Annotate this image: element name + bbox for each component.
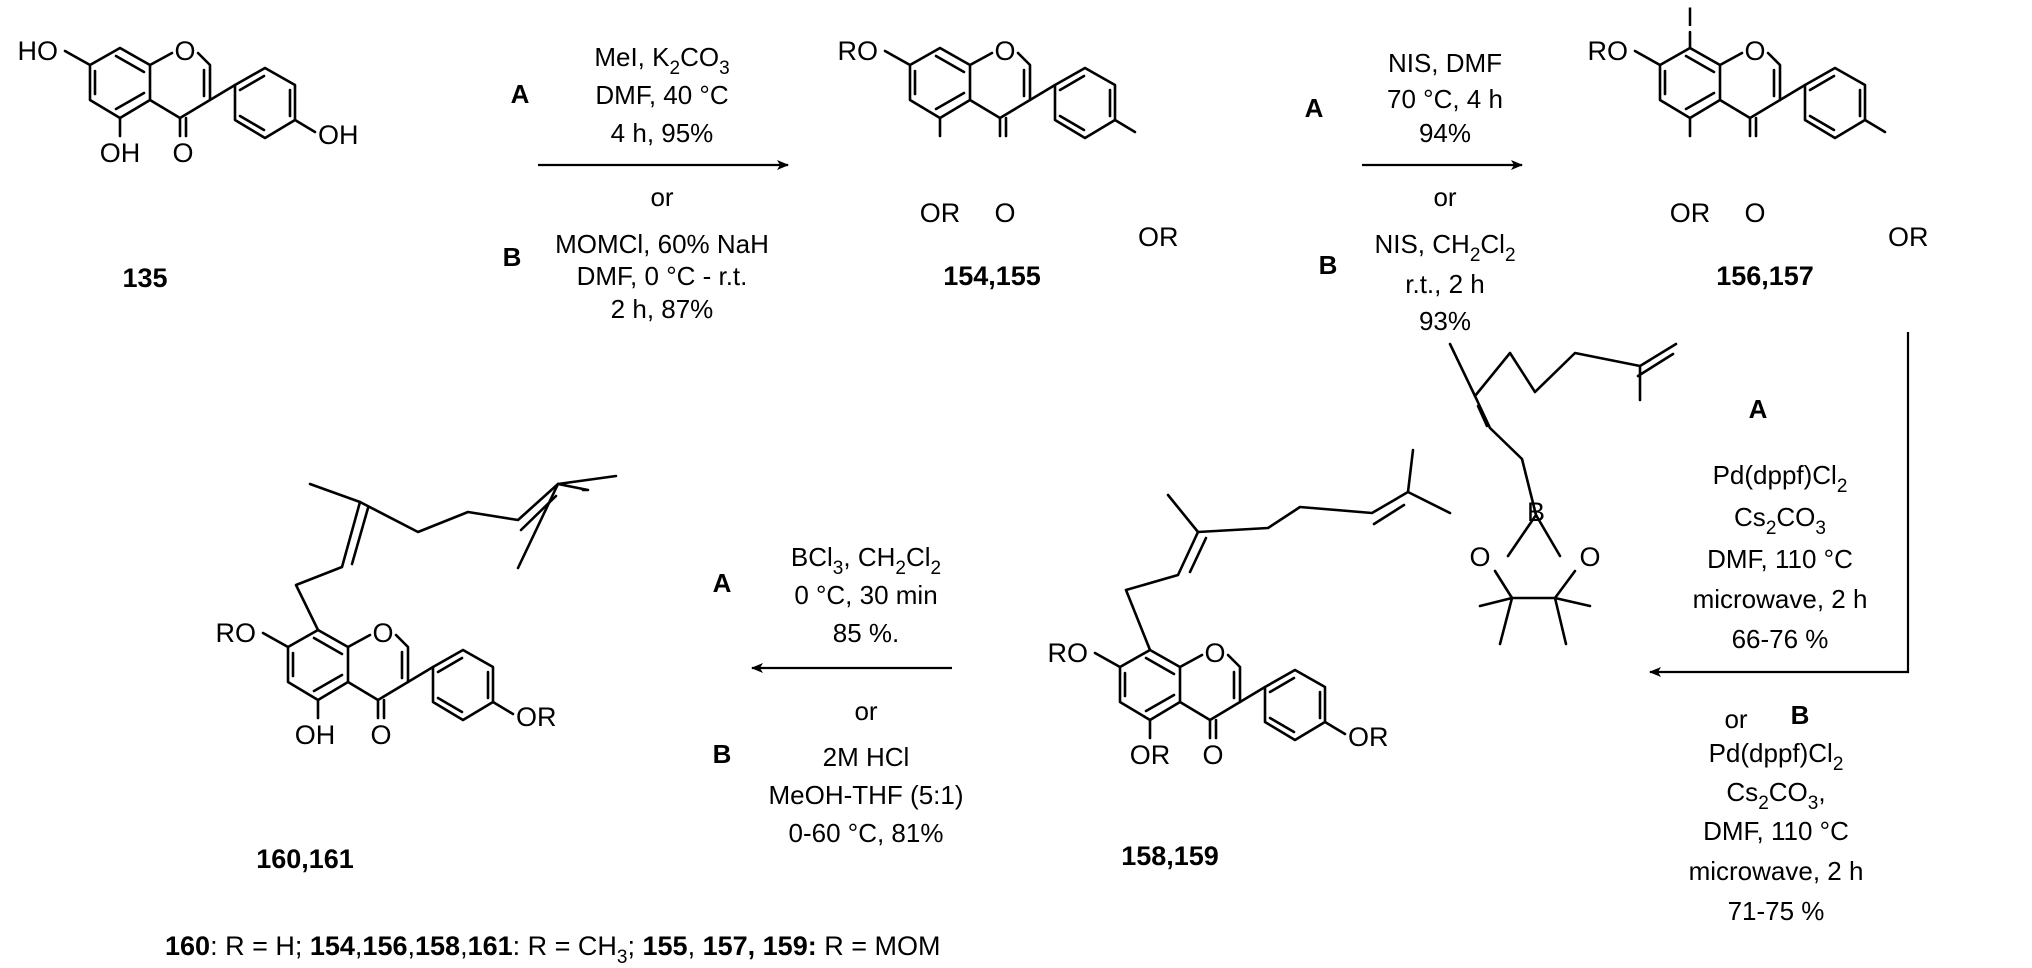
step2-b-line3: 93% — [1419, 306, 1471, 336]
step3-b-line4: microwave, 2 h — [1689, 856, 1864, 886]
alkoxy-7: RO — [838, 36, 879, 66]
compound-label-135: 135 — [122, 263, 167, 293]
step2-or: or — [1433, 182, 1456, 212]
ring-oxygen: O — [372, 618, 393, 648]
step3-b-line5: 71-75 % — [1728, 896, 1825, 926]
step4-a-line1: BCl3, CH2Cl2 — [791, 542, 941, 579]
alkoxy-5: OR — [920, 198, 961, 228]
step3-route-a: A — [1749, 394, 1768, 424]
compound-135: O HO OH O OH — [18, 36, 359, 168]
compound-label-158-159: 158,159 — [1121, 841, 1219, 871]
step2-b-line1: NIS, CH2Cl2 — [1374, 229, 1515, 266]
step1-b-line1: MOMCl, 60% NaH — [555, 229, 769, 259]
ring-oxygen: O — [1204, 638, 1225, 668]
hydroxy-5: OH — [100, 138, 141, 168]
step1-a-line1: MeI, K2CO3 — [594, 42, 729, 79]
step4-b-line2: MeOH-THF (5:1) — [769, 780, 964, 810]
step1-or: or — [650, 182, 673, 212]
compound-160-161: O RO OH O OR — [216, 474, 618, 750]
ring-oxygen: O — [994, 36, 1015, 66]
alkoxy-7: RO — [216, 618, 257, 648]
step4-b-line3: 0-60 °C, 81% — [789, 818, 944, 848]
step2-a-line2: 70 °C, 4 h — [1387, 84, 1503, 114]
carbonyl-oxygen: O — [1744, 198, 1765, 228]
step2-a-line1: NIS, DMF — [1388, 48, 1502, 78]
footnote-r-groups: 160: R = H; 154,156,158,161: R = CH3; 15… — [165, 931, 940, 968]
step2-b-line2: r.t., 2 h — [1405, 269, 1485, 299]
step3-a-line3: DMF, 110 °C — [1707, 544, 1853, 574]
step4-a-line2: 0 °C, 30 min — [794, 580, 937, 610]
step3-a-line4: microwave, 2 h — [1693, 584, 1868, 614]
step1-b-line3: 2 h, 87% — [611, 294, 714, 324]
step3-a-line2: Cs2CO3 — [1734, 502, 1826, 539]
alkoxy-7: RO — [1048, 638, 1089, 668]
alkoxy-4prime: OR — [1888, 222, 1929, 252]
step1-route-a: A — [511, 79, 530, 109]
alkoxy-4prime: OR — [1138, 222, 1179, 252]
geranyl-pinacol-boronate: B O O — [1448, 342, 1678, 646]
step3-or: or — [1724, 704, 1747, 734]
step4-route-b: B — [713, 739, 732, 769]
step3-b-line2: Cs2CO3, — [1726, 777, 1825, 814]
step2-route-b: B — [1319, 250, 1338, 280]
ring-oxygen: O — [174, 36, 195, 66]
carbonyl-oxygen: O — [370, 720, 391, 750]
step3-a-line1: Pd(dppf)Cl2 — [1713, 460, 1848, 497]
hydroxy-5: OH — [295, 720, 336, 750]
iodo-8: I — [1686, 2, 1694, 32]
step1-b-line2: DMF, 0 °C - r.t. — [577, 261, 748, 291]
step4-or: or — [854, 696, 877, 726]
carbonyl-oxygen: O — [994, 198, 1015, 228]
step3-a-line5: 66-76 % — [1732, 624, 1829, 654]
step3-route-b: B — [1791, 700, 1810, 730]
boron-atom: B — [1527, 497, 1545, 527]
step4-a-line3: 85 %. — [833, 618, 900, 648]
step3-b-line1: Pd(dppf)Cl2 — [1709, 738, 1844, 775]
alkoxy-4prime: OR — [516, 702, 557, 732]
hydroxy-4prime: OH — [318, 120, 359, 150]
step1-a-line2: DMF, 40 °C — [595, 80, 728, 110]
alkoxy-5: OR — [1670, 198, 1711, 228]
compound-label-156-157: 156,157 — [1716, 261, 1814, 291]
compound-156-157: I O RO OR O OR — [1588, 2, 1929, 252]
step1-route-b: B — [503, 242, 522, 272]
carbonyl-oxygen: O — [172, 138, 193, 168]
compound-154-155: O RO OR O OR — [838, 36, 1179, 252]
step4-route-a: A — [713, 568, 732, 598]
compound-label-154-155: 154,155 — [943, 261, 1041, 291]
step1-a-line3: 4 h, 95% — [611, 118, 714, 148]
boronate-oxygen-right: O — [1579, 542, 1600, 572]
boronate-oxygen-left: O — [1469, 542, 1490, 572]
step3-b-line3: DMF, 110 °C — [1703, 816, 1849, 846]
compound-158-159: O RO OR O OR — [1048, 448, 1452, 770]
ring-oxygen: O — [1744, 36, 1765, 66]
alkoxy-5: OR — [1130, 740, 1171, 770]
step2-route-a: A — [1305, 93, 1324, 123]
alkoxy-4prime: OR — [1348, 722, 1389, 752]
hydroxy-7: HO — [18, 36, 59, 66]
step4-b-line1: 2M HCl — [823, 742, 910, 772]
carbonyl-oxygen: O — [1202, 740, 1223, 770]
alkoxy-7: RO — [1588, 36, 1629, 66]
step2-a-line3: 94% — [1419, 118, 1471, 148]
step3-arrow — [1649, 332, 1910, 677]
compound-label-160-161: 160,161 — [256, 844, 354, 874]
